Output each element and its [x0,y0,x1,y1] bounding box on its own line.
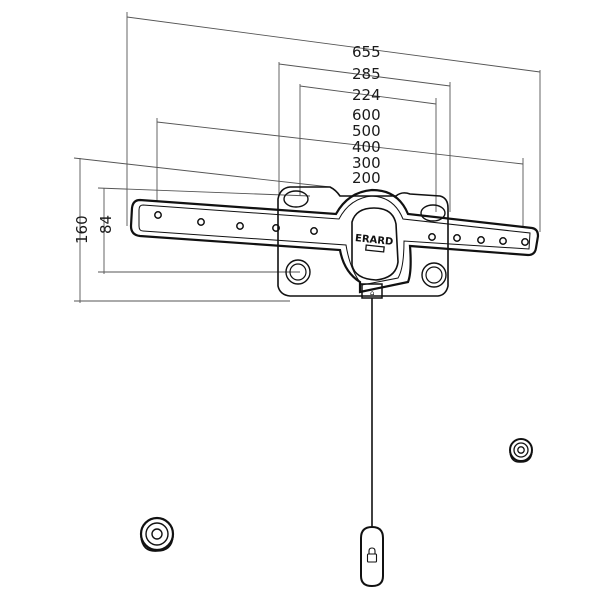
arm-hole-right-4 [499,237,507,245]
plate-hole-top-left [283,190,309,208]
arm-hole-left-5 [310,227,318,235]
arm-inner-outline [138,195,531,286]
release-tab [361,283,383,299]
plate-hole-top-right [420,204,446,222]
arm-hole-left-3 [236,222,244,230]
wall-plate [277,186,449,297]
mounting-arms: ERARD ⌂ [129,188,540,299]
pull-cord-handle [360,525,384,588]
dim-84-label: 84 [97,215,115,234]
arm-hole-left-1 [154,211,162,219]
plate-hole-bottom-left [285,259,311,285]
arm-hole-right-1 [428,233,436,241]
arm-hole-right-3 [477,236,485,244]
brand-badge [365,244,385,253]
dim-400-label: 400 [352,138,381,156]
dim-224-label: 224 [352,86,381,104]
arm-hole-right-2 [453,234,461,242]
dim-200-label: 200 [352,169,381,187]
lock-icon [366,547,378,563]
brand-plate [351,207,399,281]
wall-anchor-right [509,438,533,463]
dim-600-label: 600 [352,106,381,124]
dim-vesa-line [156,121,524,165]
brand-logo-text: ERARD [354,233,393,248]
dim-285-label: 285 [352,65,381,83]
arm-outer-outline [129,188,540,294]
dimension-labels: 655 285 224 600 500 400 300 200 160 84 [73,43,381,244]
arm-hole-right-5 [521,238,529,246]
wall-anchor-left [139,516,175,552]
dim-655-label: 655 [352,43,381,61]
dim-160-top-extension [73,157,331,188]
pull-cord [360,298,384,588]
arm-hole-left-2 [197,218,205,226]
dim-300-label: 300 [352,154,381,172]
arm-hole-left-4 [272,224,280,232]
dim-224-line [299,85,437,105]
dim-500-label: 500 [352,122,381,140]
plate-hole-bottom-right [421,262,447,288]
dimension-lines [73,12,541,303]
release-tab-lock-icon: ⌂ [370,289,374,297]
plate-hole-bottom-left-inner [289,263,307,281]
wall-plate-outline [277,186,449,297]
dim-655-line [126,16,541,73]
dim-160-label: 160 [73,215,91,244]
plate-hole-bottom-right-inner [425,266,443,284]
dim-84-top-extension [97,187,311,197]
dim-285-line [278,63,451,87]
